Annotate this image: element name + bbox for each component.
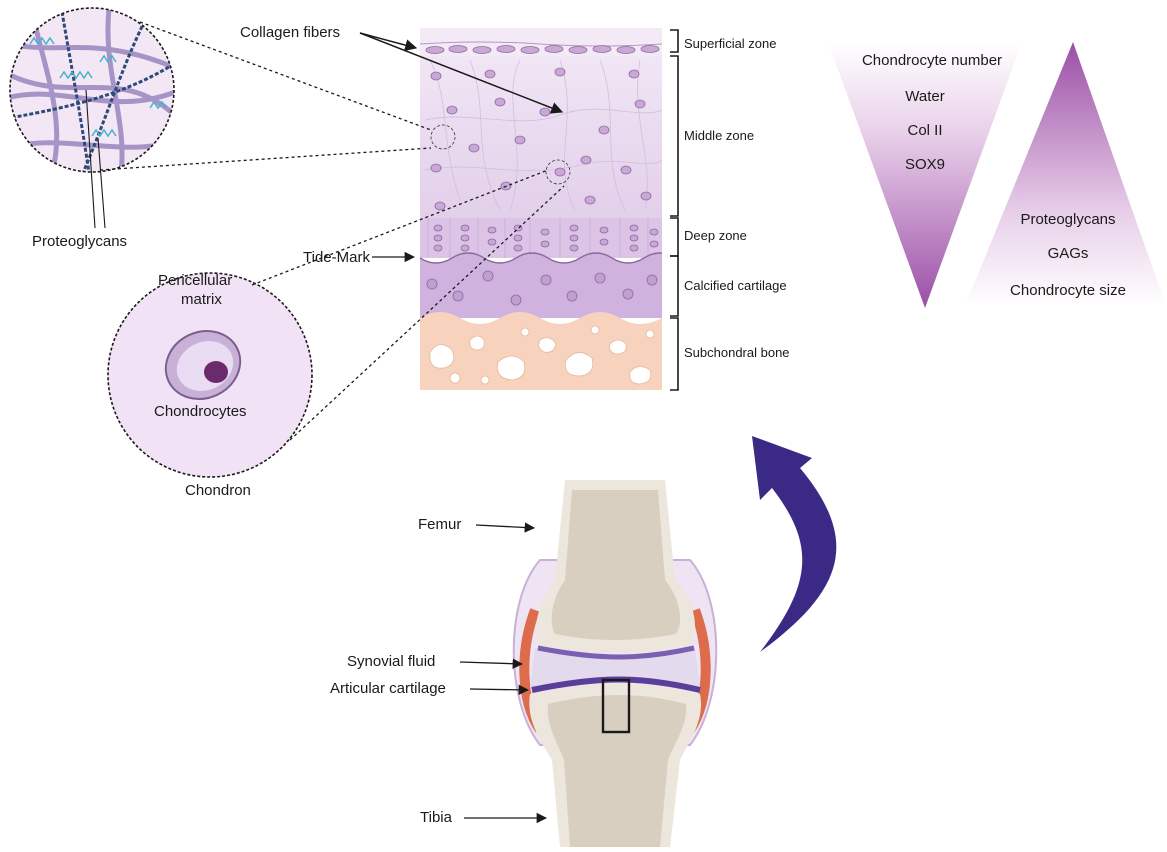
zone-label-deep: Deep zone (684, 228, 747, 243)
chondrocyte-nucleus (204, 361, 228, 383)
gradient-up-item-1: GAGs (1048, 245, 1089, 262)
deep-zone-band (420, 218, 662, 258)
synovial-fluid-arrow (460, 662, 522, 664)
middle-zone-band (420, 56, 662, 218)
chondron-label: Chondron (185, 482, 251, 499)
zone-label-middle: Middle zone (684, 128, 754, 143)
zone-label-subchondral: Subchondral bone (684, 345, 790, 360)
collagen-fibers-label: Collagen fibers (240, 24, 340, 41)
femur-arrow (476, 525, 534, 528)
chondrocytes-label: Chondrocytes (154, 403, 247, 420)
gradient-down-item-0: Chondrocyte number (862, 52, 1002, 69)
proteoglycans-label: Proteoglycans (32, 233, 127, 250)
pericellular-matrix-label-line1: Pericellular (158, 272, 232, 289)
collagen-arrow-1 (360, 33, 416, 48)
gradient-down-item-1: Water (905, 88, 944, 105)
zone-brackets (670, 30, 678, 390)
calcified-cartilage-band (420, 253, 676, 318)
femur-label: Femur (418, 516, 461, 533)
knee-joint-illustration (514, 480, 717, 847)
gradient-down-item-2: Col II (907, 122, 942, 139)
pericellular-matrix-label-line2: matrix (181, 291, 222, 308)
articular-cartilage-label: Articular cartilage (330, 680, 446, 697)
zone-label-calcified: Calcified cartilage (684, 278, 787, 293)
gradient-up-item-0: Proteoglycans (1020, 211, 1115, 228)
gradient-down-item-3: SOX9 (905, 156, 945, 173)
tibia-label: Tibia (420, 809, 453, 826)
curved-arrow-icon (752, 436, 836, 652)
synovial-fluid-label: Synovial fluid (347, 653, 435, 670)
zoom-connector-bottom (100, 148, 431, 170)
gradient-up-item-2: Chondrocyte size (1010, 282, 1126, 299)
zone-label-superficial: Superficial zone (684, 36, 777, 51)
cartilage-cross-section (420, 28, 676, 390)
